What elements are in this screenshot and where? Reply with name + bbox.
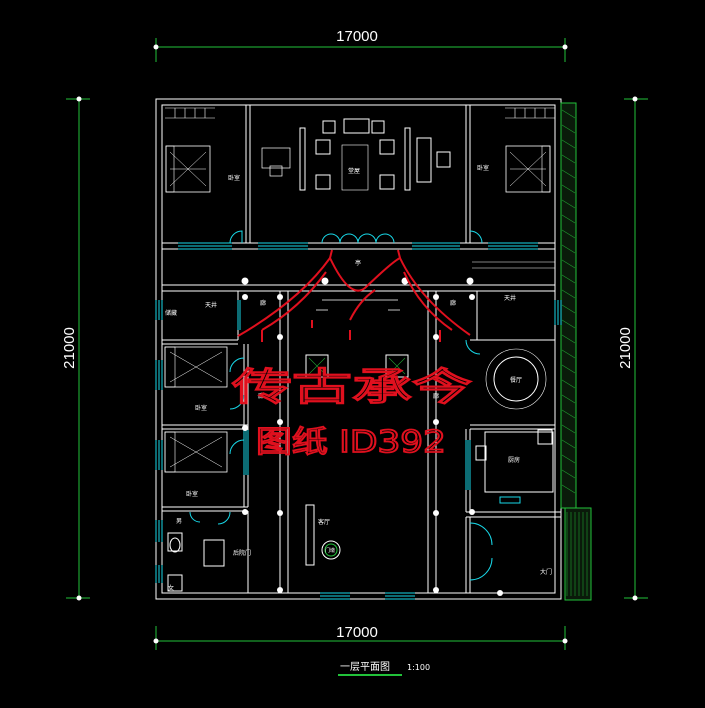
dim-right-height: 21000 bbox=[617, 327, 634, 369]
room-bedroom-top-left: 卧室 bbox=[228, 174, 240, 182]
drawing-title: 一层平面图 bbox=[340, 661, 390, 673]
room-female-toilet: 女 bbox=[168, 584, 174, 592]
windows bbox=[155, 230, 562, 600]
room-male-toilet: 男 bbox=[176, 518, 182, 525]
interior-walls bbox=[162, 105, 561, 594]
drawing-scale: 1:100 bbox=[407, 663, 430, 672]
room-hall-top: 亭 bbox=[355, 259, 361, 267]
room-corridor-right: 廊 bbox=[450, 299, 456, 307]
dimension-ticks bbox=[76, 44, 638, 644]
room-skylight-left: 天井 bbox=[205, 301, 217, 309]
room-back-door: 后院门 bbox=[233, 549, 251, 557]
dim-bottom-width: 17000 bbox=[336, 624, 378, 641]
room-dining: 餐厅 bbox=[510, 376, 522, 384]
room-bedroom-low-left: 卧室 bbox=[186, 490, 198, 498]
room-living-room: 堂屋 bbox=[348, 167, 360, 175]
watermark-roof-logo bbox=[237, 249, 471, 342]
dim-left-height: 21000 bbox=[61, 327, 78, 369]
room-courtyard: 客厅 bbox=[318, 518, 330, 526]
room-corridor-lower: 廊 bbox=[433, 392, 439, 400]
dim-top-width: 17000 bbox=[336, 28, 378, 45]
room-skylight-right: 天井 bbox=[504, 294, 516, 302]
garden-hatch bbox=[561, 109, 576, 494]
gate-planter-hatch bbox=[566, 512, 588, 596]
watermark-line2: 图纸 ID392 bbox=[256, 425, 446, 460]
room-bedroom-mid-left: 卧室 bbox=[195, 404, 207, 412]
room-corridor-left: 廊 bbox=[260, 299, 266, 307]
furniture bbox=[164, 107, 555, 592]
well bbox=[321, 540, 341, 560]
room-storage-left: 储藏 bbox=[165, 309, 177, 317]
watermark-line1: 传古承今 bbox=[232, 365, 472, 409]
gate-planter bbox=[564, 507, 592, 601]
room-gate: 大门 bbox=[540, 568, 552, 576]
room-corridor-left-mid: 廊 bbox=[258, 392, 264, 400]
columns bbox=[241, 277, 503, 596]
room-kitchen: 厨房 bbox=[508, 456, 520, 464]
label-well: 门墩 bbox=[325, 547, 335, 554]
dimension-lines bbox=[66, 38, 648, 650]
room-bedroom-top-right: 卧室 bbox=[477, 164, 489, 172]
